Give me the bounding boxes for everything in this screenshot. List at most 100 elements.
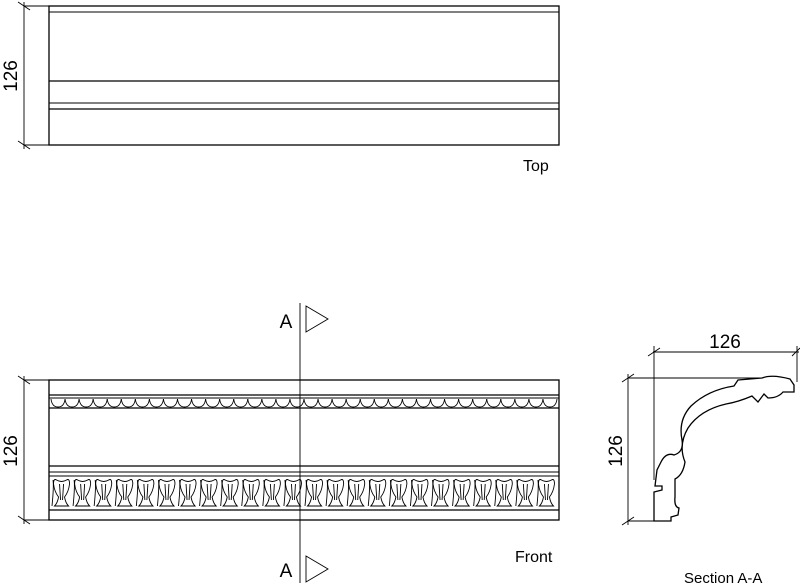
- leaf-divider: [346, 479, 349, 507]
- leaf-ornament: [95, 479, 113, 507]
- leaf-divider: [199, 479, 202, 507]
- front-view-caption: Front: [515, 549, 553, 566]
- section-height-dimension: 126: [606, 373, 760, 526]
- leaf-ornament: [432, 479, 450, 507]
- leaf-ornament: [74, 479, 92, 507]
- leaf-ornament: [53, 479, 70, 507]
- leaf-ornament: [538, 479, 555, 507]
- bead-ornament: [92, 398, 108, 408]
- leaf-divider: [156, 479, 160, 507]
- cut-arrow-bottom: [305, 555, 329, 583]
- leaf-divider: [51, 479, 54, 507]
- leaf-divider: [114, 479, 118, 507]
- bead-ornament: [191, 398, 207, 408]
- section-width-label: 126: [709, 332, 741, 353]
- leaf-ornament: [158, 479, 176, 507]
- section-view: 126 126 Section A-A: [606, 332, 800, 586]
- section-profile: [653, 375, 795, 522]
- leaf-ornament: [306, 479, 323, 507]
- leaf-ornament: [453, 479, 471, 507]
- leaf-ornament: [116, 479, 134, 507]
- bead-ornament: [542, 398, 558, 408]
- leaf-ornament: [411, 479, 429, 507]
- bead-ornament: [486, 398, 502, 408]
- leaf-ornament: [263, 479, 281, 507]
- leaf-divider: [283, 479, 286, 507]
- section-height-label: 126: [606, 435, 627, 467]
- leaf-divider: [93, 479, 96, 507]
- bead-ornament: [331, 398, 347, 408]
- front-view-outline: [48, 379, 560, 521]
- leaf-ornament-row: [51, 479, 555, 507]
- bead-ornament: [472, 398, 488, 408]
- bead-ornament: [261, 398, 277, 408]
- bead-ornament: [120, 398, 136, 408]
- leaf-ornament: [221, 479, 239, 507]
- leaf-divider: [135, 479, 139, 507]
- bead-ornament: [205, 398, 221, 408]
- top-height-dimension: 126: [1, 1, 49, 150]
- section-width-dimension: 126: [647, 332, 800, 480]
- bead-ornament: [444, 398, 460, 408]
- leaf-ornament: [327, 479, 345, 507]
- leaf-divider: [494, 479, 497, 507]
- front-height-label: 126: [1, 435, 22, 467]
- leaf-divider: [452, 479, 455, 507]
- leaf-ornament: [390, 479, 408, 507]
- bead-ornament: [162, 398, 178, 408]
- bead-ornament: [430, 398, 446, 408]
- bead-ornament: [289, 398, 305, 408]
- leaf-divider: [325, 479, 328, 507]
- bead-ornament: [303, 398, 319, 408]
- leaf-ornament: [285, 479, 302, 507]
- leaf-divider: [409, 479, 413, 507]
- leaf-divider: [262, 479, 265, 507]
- top-view-outline: [48, 5, 560, 146]
- leaf-ornament: [348, 479, 366, 507]
- leaf-ornament: [495, 479, 513, 507]
- bead-ornament: [275, 398, 291, 408]
- section-cut-line: A A: [280, 303, 329, 583]
- bead-ornament: [373, 398, 389, 408]
- leaf-divider: [241, 479, 244, 507]
- cut-label-bottom: A: [280, 561, 293, 582]
- bead-ornament: [247, 398, 263, 408]
- cut-arrow-top: [305, 305, 329, 333]
- bead-ornament: [134, 398, 150, 408]
- leaf-ornament: [516, 479, 534, 507]
- leaf-divider: [515, 479, 518, 507]
- leaf-divider: [473, 479, 476, 507]
- leaf-divider: [536, 479, 539, 507]
- leaf-divider: [388, 479, 392, 507]
- bead-ornament: [50, 398, 66, 408]
- leaf-ornament: [474, 479, 492, 507]
- leaf-divider: [72, 479, 75, 507]
- leaf-ornament: [179, 479, 197, 507]
- leaf-divider: [304, 479, 307, 507]
- bead-ornament: [78, 398, 94, 408]
- leaf-ornament: [137, 479, 155, 507]
- leaf-divider: [220, 479, 223, 507]
- bead-ornament-row: [50, 398, 558, 408]
- top-view-caption: Top: [523, 158, 549, 175]
- bead-ornament: [415, 398, 431, 408]
- bead-ornament: [106, 398, 122, 408]
- bead-ornament: [148, 398, 164, 408]
- leaf-divider: [367, 479, 371, 507]
- leaf-ornament: [369, 479, 387, 507]
- bead-ornament: [345, 398, 361, 408]
- cut-label-top: A: [280, 312, 293, 333]
- bead-ornament: [401, 398, 417, 408]
- leaf-divider: [431, 479, 434, 507]
- bead-ornament: [458, 398, 474, 408]
- bead-ornament: [500, 398, 516, 408]
- leaf-ornament: [200, 479, 218, 507]
- leaf-ornament: [242, 479, 260, 507]
- bead-ornament: [233, 398, 249, 408]
- bead-ornament: [359, 398, 375, 408]
- bead-ornament: [219, 398, 235, 408]
- bead-ornament: [514, 398, 530, 408]
- top-view: 126 Top: [1, 1, 560, 175]
- bead-ornament: [317, 398, 333, 408]
